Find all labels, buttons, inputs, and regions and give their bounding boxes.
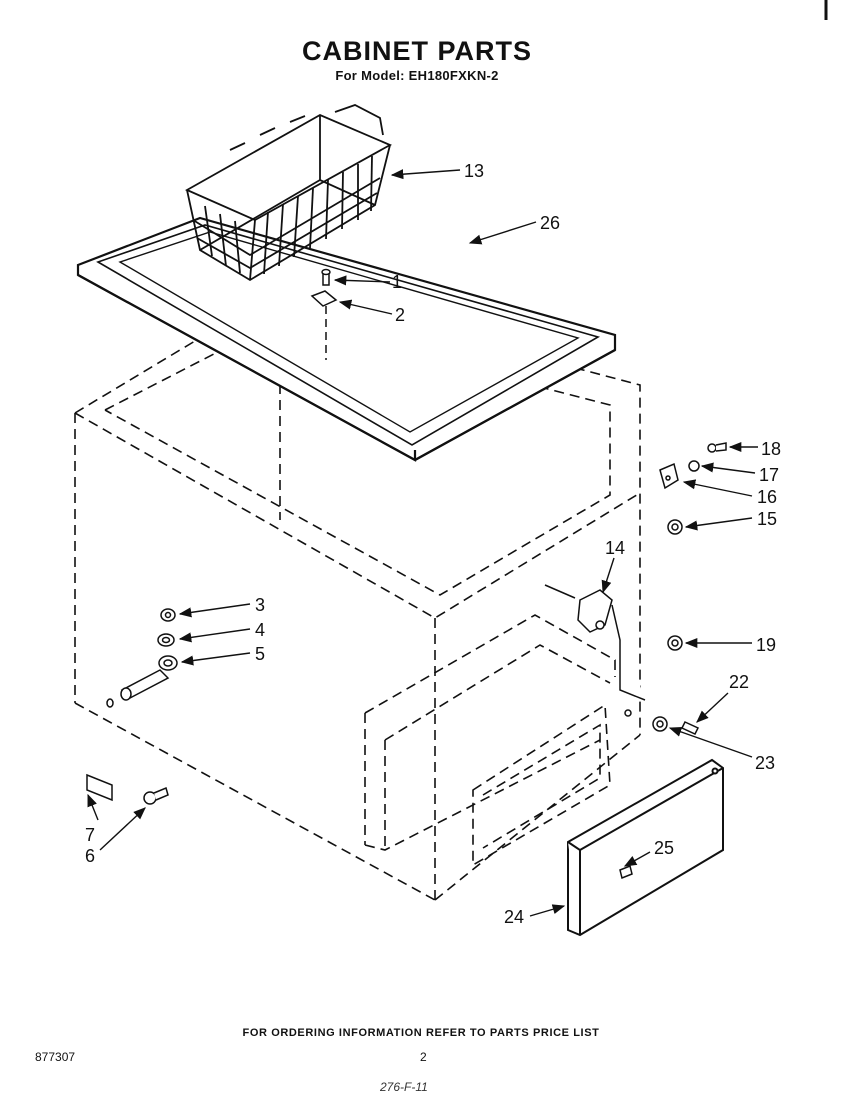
callout-1: 1 — [392, 272, 402, 292]
screw-18 — [707, 442, 727, 453]
nut-19 — [667, 635, 683, 651]
compressor-compartment — [364, 614, 616, 867]
knob-23 — [624, 709, 668, 732]
callout-13: 13 — [464, 161, 484, 181]
washer-4 — [157, 633, 175, 647]
callout-26: 26 — [540, 213, 560, 233]
callout-17: 17 — [759, 465, 779, 485]
thermostat-14 — [544, 584, 646, 701]
page-title: CABINET PARTS — [301, 36, 532, 66]
callout-24: 24 — [504, 907, 524, 927]
ordering-note: FOR ORDERING INFORMATION REFER TO PARTS … — [242, 1027, 600, 1039]
access-cover-24 — [567, 758, 724, 937]
callout-5: 5 — [255, 644, 265, 664]
model-subtitle: For Model: EH180FXKN-2 — [335, 68, 499, 83]
callout-25: 25 — [654, 838, 674, 858]
callout-4: 4 — [255, 620, 265, 640]
document-number: 877307 — [35, 1050, 76, 1064]
drain-cap-7 — [86, 773, 113, 802]
leader-lines — [87, 169, 758, 917]
wire-basket — [184, 104, 393, 282]
callout-14: 14 — [605, 538, 625, 558]
gasket-5 — [158, 655, 178, 671]
callout-19: 19 — [756, 635, 776, 655]
screw-25 — [619, 864, 633, 880]
callout-23: 23 — [755, 753, 775, 773]
hinge-plate-2 — [310, 290, 338, 360]
lid-frame — [76, 216, 617, 462]
callout-22: 22 — [729, 672, 749, 692]
callout-6: 6 — [85, 846, 95, 866]
drain-tube — [106, 669, 170, 708]
callout-3: 3 — [255, 595, 265, 615]
callout-18: 18 — [761, 439, 781, 459]
screw-22 — [680, 721, 700, 735]
callout-7: 7 — [85, 825, 95, 845]
callout-2: 2 — [395, 305, 405, 325]
nut-15 — [667, 519, 683, 535]
bracket-16 — [659, 462, 679, 490]
callout-15: 15 — [757, 509, 777, 529]
handwritten-note: 276-F-11 — [380, 1080, 428, 1094]
screw-6 — [143, 786, 169, 805]
lid-screw-1 — [321, 268, 331, 286]
page-number: 2 — [420, 1050, 427, 1064]
callout-16: 16 — [757, 487, 777, 507]
washer-17 — [688, 460, 700, 472]
drain-plug-3 — [160, 608, 176, 622]
